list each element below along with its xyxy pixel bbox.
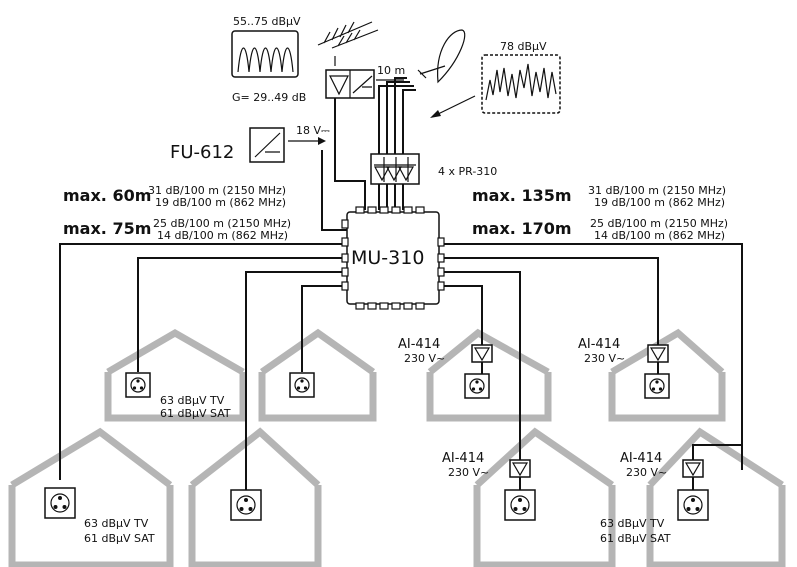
outlet-level-sat-3: 61 dBµV SAT bbox=[600, 532, 671, 545]
outlet-level-sat-2: 61 dBµV SAT bbox=[84, 532, 155, 545]
cable-specs: max. 60m 31 dB/100 m (2150 MHz) 19 dB/10… bbox=[63, 184, 728, 242]
cable-terrestrial bbox=[334, 95, 366, 210]
out-far-left bbox=[59, 243, 345, 480]
outlet-levels: 63 dBµV TV 61 dBµV SAT 63 dBµV TV 61 dBµ… bbox=[84, 394, 671, 545]
preamp-icon-1 bbox=[373, 166, 391, 182]
right-top-max: max. 135m bbox=[472, 186, 572, 205]
amp-3-power: 230 V~ bbox=[448, 466, 489, 479]
pr-310-label: 4 x PR-310 bbox=[438, 165, 497, 178]
out-left-4 bbox=[301, 285, 345, 372]
out-right-4 bbox=[440, 285, 483, 345]
satellite-dish: 10 m bbox=[377, 29, 476, 118]
multiswitch: MU-310 bbox=[341, 206, 445, 310]
house-back-2 bbox=[258, 328, 377, 422]
terrestrial-spectrum: 55..75 dBµV bbox=[231, 15, 301, 78]
amp-4-name: AI-414 bbox=[620, 451, 662, 466]
antenna-gain-label: G= 29..49 dB bbox=[232, 91, 306, 104]
house-front-3 bbox=[473, 427, 616, 567]
left-bottom-line1: 25 dB/100 m (2150 MHz) bbox=[153, 217, 291, 230]
house-back-3 bbox=[426, 328, 552, 422]
mu-310-label: MU-310 bbox=[351, 247, 424, 269]
terrestrial-level-label: 55..75 dBµV bbox=[233, 15, 301, 28]
amp-feed-4 bbox=[692, 444, 742, 460]
fu-612-output-label: 18 V⎓ bbox=[296, 124, 330, 137]
out-right-3 bbox=[440, 271, 521, 460]
cable-psu bbox=[321, 150, 348, 231]
satellite-dish-icon bbox=[437, 29, 466, 84]
amp-3-name: AI-414 bbox=[442, 451, 484, 466]
amp-4-power: 230 V~ bbox=[626, 466, 667, 479]
outlet-socket-icon bbox=[125, 372, 151, 398]
psu-arrow-head bbox=[318, 137, 326, 145]
preamplifiers: 4 x PR-310 bbox=[370, 153, 497, 185]
out-right-2 bbox=[440, 257, 659, 345]
cable-dish-3 bbox=[378, 85, 414, 210]
amp-1-power: 230 V~ bbox=[404, 352, 445, 365]
ai-414-amp-2: AI-414 230 V~ bbox=[578, 337, 669, 365]
outlet-socket-icon bbox=[289, 372, 315, 398]
outlet-level-sat-1: 61 dBµV SAT bbox=[160, 407, 231, 420]
outlets bbox=[44, 372, 709, 521]
house-back-4 bbox=[608, 328, 726, 422]
left-top-line1: 31 dB/100 m (2150 MHz) bbox=[148, 184, 286, 197]
outlet-socket-icon bbox=[677, 489, 709, 521]
left-top-max: max. 60m bbox=[63, 186, 151, 205]
right-bottom-max: max. 170m bbox=[472, 219, 572, 238]
ai-414-amp-4: AI-414 230 V~ bbox=[620, 451, 704, 479]
house-front-1 bbox=[8, 427, 174, 567]
preamp-icon-3 bbox=[397, 166, 415, 182]
satellite-spectrum: 78 dBµV bbox=[481, 40, 561, 114]
left-bottom-line2: 14 dB/100 m (862 MHz) bbox=[157, 229, 288, 242]
house-front-2 bbox=[188, 427, 322, 567]
amp-triangle-icon bbox=[511, 462, 529, 477]
left-top-line2: 19 dB/100 m (862 MHz) bbox=[155, 196, 286, 209]
right-top-line2: 19 dB/100 m (862 MHz) bbox=[594, 196, 725, 209]
psu-icon bbox=[254, 132, 281, 158]
outlet-socket-icon bbox=[464, 373, 490, 399]
outlet-socket-icon bbox=[504, 489, 536, 521]
outlet-socket-icon bbox=[644, 373, 670, 399]
fu-612-label: FU-612 bbox=[170, 142, 234, 163]
cabling bbox=[59, 77, 743, 490]
outlet-level-tv-1: 63 dBµV TV bbox=[160, 394, 225, 407]
ai-414-amp-1: AI-414 230 V~ bbox=[398, 337, 493, 365]
preamp-icon-2 bbox=[385, 166, 403, 182]
outlet-level-tv-2: 63 dBµV TV bbox=[84, 517, 149, 530]
ai-414-amp-3: AI-414 230 V~ bbox=[442, 451, 531, 479]
amp-triangle-icon bbox=[649, 347, 667, 362]
outlet-socket-icon bbox=[230, 489, 262, 521]
out-right-1 bbox=[440, 243, 743, 470]
amp-2-name: AI-414 bbox=[578, 337, 620, 352]
outlet-socket-icon bbox=[44, 487, 76, 519]
amp-triangle-icon bbox=[473, 347, 491, 362]
mast-amp-triangle-icon bbox=[329, 75, 349, 96]
cable-dish-1 bbox=[394, 77, 407, 210]
satellite-level-label: 78 dBµV bbox=[500, 40, 547, 53]
out-left-3 bbox=[245, 271, 345, 490]
cable-dish-2 bbox=[386, 81, 410, 210]
mast-amp-filter-icon bbox=[352, 75, 373, 94]
left-bottom-max: max. 75m bbox=[63, 219, 151, 238]
amp-1-name: AI-414 bbox=[398, 337, 440, 352]
outlet-level-tv-3: 63 dBµV TV bbox=[600, 517, 665, 530]
mu-310-ports bbox=[341, 206, 445, 310]
right-bottom-line2: 14 dB/100 m (862 MHz) bbox=[594, 229, 725, 242]
right-bottom-line1: 25 dB/100 m (2150 MHz) bbox=[590, 217, 728, 230]
yagi-antenna-icon bbox=[317, 21, 379, 66]
amp-triangle-icon bbox=[684, 462, 702, 477]
cable-length-label: 10 m bbox=[377, 64, 405, 77]
amp-2-power: 230 V~ bbox=[584, 352, 625, 365]
terrestrial-antenna: G= 29..49 dB bbox=[232, 21, 379, 104]
right-top-line1: 31 dB/100 m (2150 MHz) bbox=[588, 184, 726, 197]
out-left-2 bbox=[137, 257, 345, 372]
power-supply: FU-612 18 V⎓ bbox=[170, 124, 330, 163]
house-front-4 bbox=[646, 427, 786, 567]
houses bbox=[8, 328, 786, 567]
cable-dish-4 bbox=[402, 89, 416, 210]
house-back-1 bbox=[104, 328, 247, 422]
